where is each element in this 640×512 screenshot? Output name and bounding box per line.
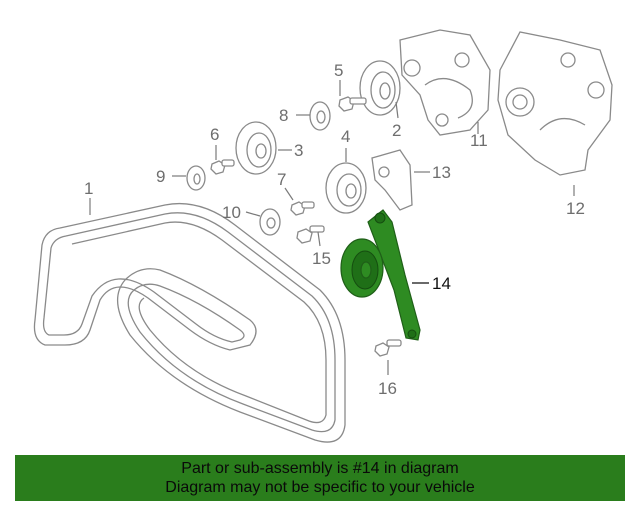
pulley-4 bbox=[325, 162, 367, 214]
callout-9: 9 bbox=[156, 167, 165, 186]
callout-7: 7 bbox=[277, 170, 286, 189]
washer-9 bbox=[186, 165, 206, 191]
mounting-bracket-11 bbox=[399, 29, 491, 136]
banner-line-2: Diagram may not be specific to your vehi… bbox=[165, 479, 475, 496]
washer-8 bbox=[309, 101, 331, 131]
bolt-16 bbox=[374, 339, 402, 357]
callout-numbers: 1 2 3 4 5 6 7 8 9 10 11 12 13 14 15 16 bbox=[84, 61, 585, 398]
washer-10 bbox=[259, 208, 281, 236]
callout-13: 13 bbox=[432, 163, 451, 182]
callout-1: 1 bbox=[84, 179, 93, 198]
bolt-7 bbox=[290, 201, 315, 216]
callout-10: 10 bbox=[222, 203, 241, 222]
callout-5: 5 bbox=[334, 61, 343, 80]
callout-8: 8 bbox=[279, 106, 288, 125]
bolt-15 bbox=[296, 225, 325, 244]
callout-15: 15 bbox=[312, 249, 331, 268]
callout-4: 4 bbox=[341, 127, 350, 146]
callout-6: 6 bbox=[210, 125, 219, 144]
bolt-5 bbox=[338, 96, 367, 112]
callout-16: 16 bbox=[378, 379, 397, 398]
exploded-parts-diagram: 1 2 3 4 5 6 7 8 9 10 11 12 13 14 15 16 bbox=[33, 29, 613, 443]
info-banner: Part or sub-assembly is #14 in diagram D… bbox=[15, 455, 625, 501]
bolt-6 bbox=[210, 159, 235, 175]
belt-tensioner-14 bbox=[340, 209, 421, 341]
callout-3: 3 bbox=[294, 141, 303, 160]
callout-12: 12 bbox=[566, 199, 585, 218]
leader-lines bbox=[89, 80, 575, 375]
drive-belt bbox=[33, 202, 346, 443]
banner-line-1: Part or sub-assembly is #14 in diagram bbox=[181, 460, 459, 477]
callout-11: 11 bbox=[470, 131, 488, 150]
bracket-12 bbox=[497, 31, 613, 176]
bracket-13 bbox=[371, 149, 413, 211]
pulley-3 bbox=[235, 121, 277, 175]
callout-2: 2 bbox=[392, 121, 401, 140]
idler-pulley-2 bbox=[359, 60, 401, 116]
callout-14: 14 bbox=[432, 274, 451, 293]
